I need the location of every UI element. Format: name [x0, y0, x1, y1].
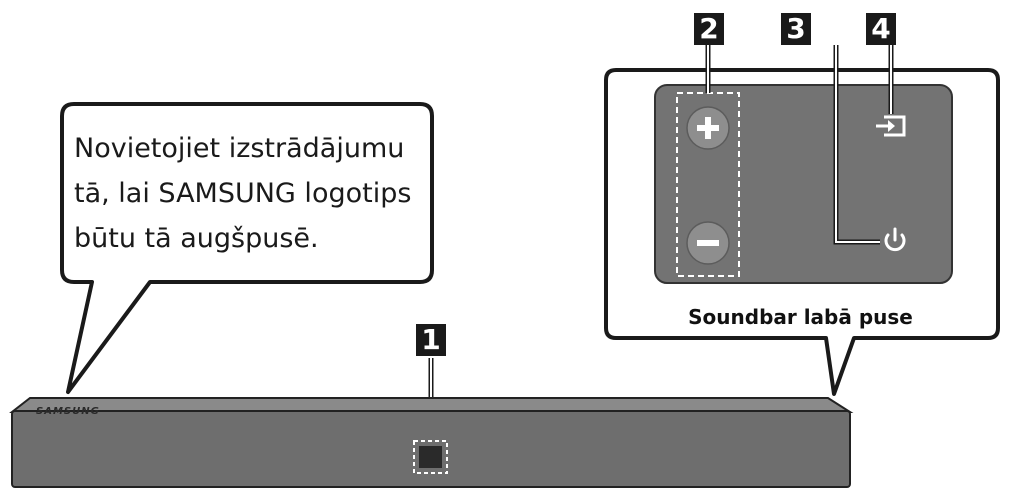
- bubble-line-2: tā, lai SAMSUNG logotips: [74, 178, 412, 209]
- speech-bubble: [60, 102, 434, 394]
- callout-number-3: 3: [781, 13, 811, 45]
- samsung-logo: SAMSUNG: [36, 406, 100, 417]
- control-panel: [654, 84, 953, 284]
- input-source-icon: [876, 115, 906, 137]
- power-icon: [884, 227, 906, 252]
- bubble-text: Novietojiet izstrādājumu tā, lai SAMSUNG…: [74, 126, 414, 261]
- input-source-button[interactable]: [876, 115, 906, 137]
- bubble-line-1: Novietojiet izstrādājumu: [74, 133, 405, 164]
- minus-icon: [697, 240, 719, 246]
- soundbar-top-face: [9, 397, 854, 413]
- volume-up-button[interactable]: [686, 106, 730, 150]
- front-sensor: [419, 446, 442, 468]
- callout-number-2: 2: [694, 13, 724, 45]
- callout-number-4: 4: [866, 13, 896, 45]
- detail-caption: Soundbar labā puse: [688, 305, 913, 329]
- plus-icon: [697, 117, 719, 139]
- volume-down-button[interactable]: [686, 221, 730, 265]
- front-sensor-outline: [413, 440, 448, 474]
- callout-number-1: 1: [416, 324, 446, 356]
- bubble-line-3: būtu tā augšpusē.: [74, 223, 319, 254]
- power-button[interactable]: [884, 227, 906, 252]
- leader-lines: [428, 45, 894, 440]
